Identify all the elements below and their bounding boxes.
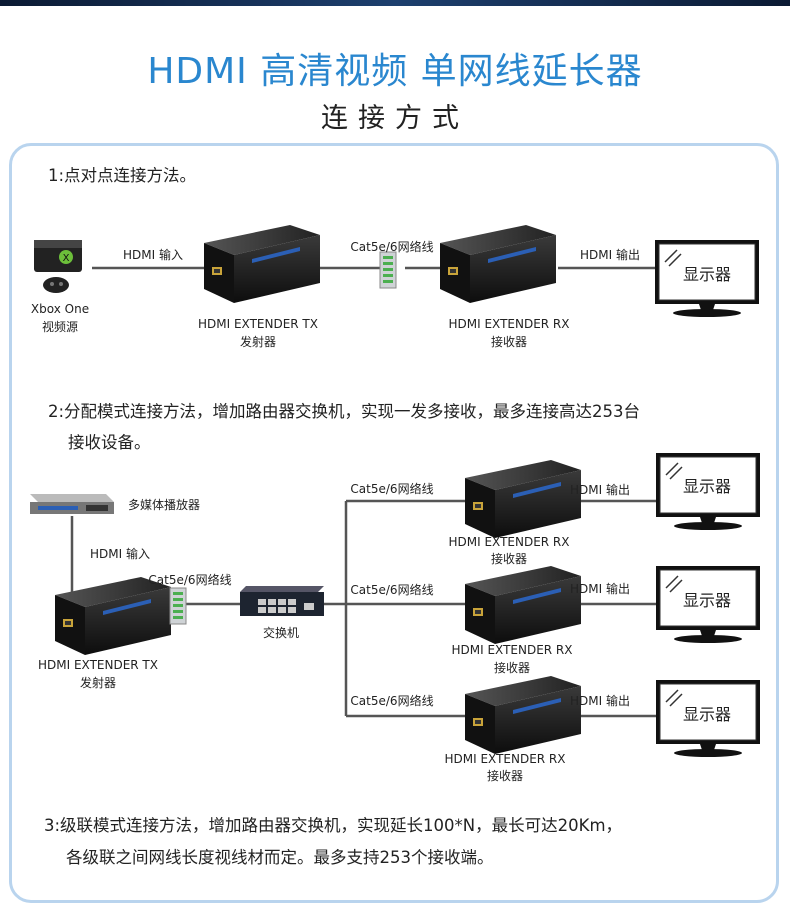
branch-3-rx-desc: 接收器 xyxy=(486,769,524,783)
branch-3-cable-label: Cat5e/6网络线 xyxy=(350,694,434,708)
branch-1-rx-name: HDMI EXTENDER RX xyxy=(448,535,570,549)
tx-desc-2: 发射器 xyxy=(79,676,117,690)
section-2-heading-line-1: 2:分配模式连接方法，增加路由器交换机，实现一发多接收，最多连接高达253台 xyxy=(48,402,641,421)
source-desc: 视频源 xyxy=(41,320,79,334)
branch-2-rx-desc: 接收器 xyxy=(493,661,531,675)
branch-2-hdmi-out-label: HDMI 输出 xyxy=(570,582,630,596)
branch-3-monitor-label: 显示器 xyxy=(682,705,732,724)
branch-2-rx-icon xyxy=(465,566,581,644)
branch-2-cable-label: Cat5e/6网络线 xyxy=(350,583,434,597)
hdmi-output-label: HDMI 输出 xyxy=(580,248,640,262)
top-banner-strip xyxy=(0,0,790,6)
branch-1-monitor-label: 显示器 xyxy=(682,477,732,496)
svg-text:X: X xyxy=(63,253,70,264)
branch-3-rx-name: HDMI EXTENDER RX xyxy=(444,752,566,766)
section-1-heading: 1:点对点连接方法。 xyxy=(48,166,197,185)
xbox-console-icon: X xyxy=(34,240,82,293)
branch-3-hdmi-out-label: HDMI 输出 xyxy=(570,694,630,708)
section-3-heading-line-1: 3:级联模式连接方法，增加路由器交换机，实现延长100*N，最长可达20Km， xyxy=(44,816,623,835)
switch-label: 交换机 xyxy=(262,626,300,640)
hdmi-extender-rx-icon xyxy=(440,225,556,303)
branch-1-hdmi-out-label: HDMI 输出 xyxy=(570,483,630,497)
branch-1-rx-desc: 接收器 xyxy=(490,552,528,566)
rj45-connector-icon xyxy=(379,251,397,289)
media-player-icon xyxy=(30,494,114,514)
rx-desc: 接收器 xyxy=(490,335,528,349)
rj45-connector-icon-2 xyxy=(169,587,187,625)
network-switch-icon xyxy=(240,586,324,616)
hdmi-extender-tx-icon xyxy=(204,225,320,303)
rx-name: HDMI EXTENDER RX xyxy=(448,317,570,331)
hdmi-input-label-2: HDMI 输入 xyxy=(90,547,150,561)
source-name: Xbox One xyxy=(30,302,90,316)
branch-1-rx-icon xyxy=(465,460,581,538)
branch-3-rx-icon xyxy=(465,676,581,754)
branch-2-rx-name: HDMI EXTENDER RX xyxy=(451,643,573,657)
cable-label: Cat5e/6网络线 xyxy=(350,240,434,254)
cable-label-tx: Cat5e/6网络线 xyxy=(148,573,232,587)
page-title: HDMI 高清视频 单网线延长器 xyxy=(147,51,643,92)
page-subtitle: 连接方式 xyxy=(321,103,469,134)
tx-desc: 发射器 xyxy=(239,335,277,349)
monitor-label: 显示器 xyxy=(682,265,732,284)
branch-2-monitor-label: 显示器 xyxy=(682,591,732,610)
tx-name-2: HDMI EXTENDER TX xyxy=(38,658,158,672)
hdmi-input-label: HDMI 输入 xyxy=(123,248,183,262)
section-2-heading-line-2: 接收设备。 xyxy=(68,433,151,452)
media-player-label: 多媒体播放器 xyxy=(128,498,201,512)
tx-name: HDMI EXTENDER TX xyxy=(198,317,318,331)
section-3-heading-line-2: 各级联之间网线长度视线材而定。最多支持253个接收端。 xyxy=(66,848,494,867)
branch-1-cable-label: Cat5e/6网络线 xyxy=(350,482,434,496)
